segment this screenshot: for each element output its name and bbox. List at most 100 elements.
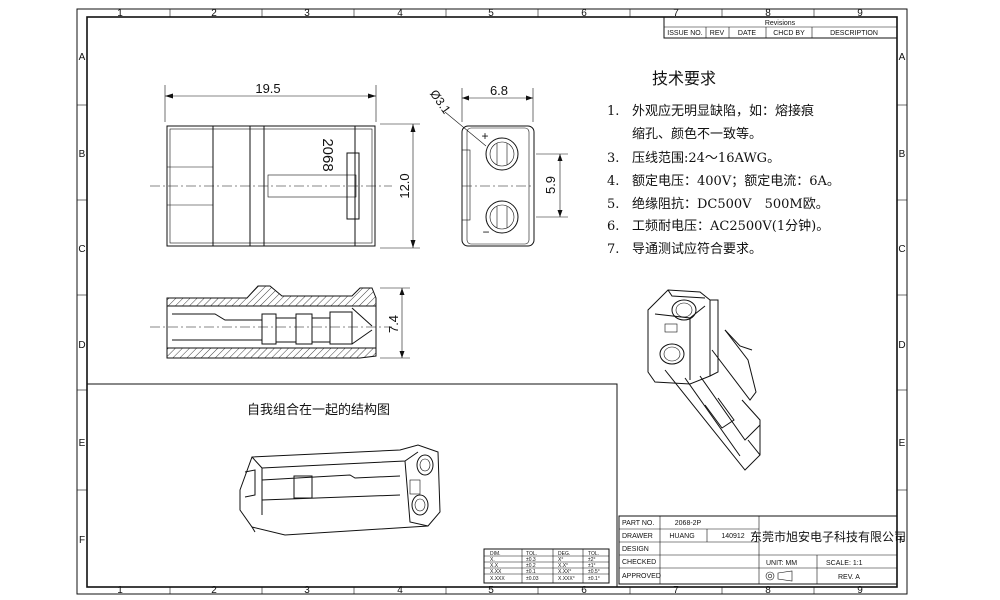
tol-cell: ±0.2 — [526, 563, 536, 569]
tb-rev: REV. A — [838, 574, 860, 581]
col-label: 2 — [211, 585, 217, 596]
dim-end-width: 6.8 — [490, 83, 508, 98]
col-label: 9 — [857, 8, 863, 19]
tol-cell: ±1° — [588, 563, 596, 569]
section-view: 7.4 — [150, 285, 410, 359]
row-label: C — [78, 244, 85, 255]
requirement-number: 7. — [607, 242, 619, 257]
revisions-col-header: CHCD BY — [773, 30, 805, 37]
row-label: A — [899, 52, 906, 63]
requirement-text: 压线范围:24～16AWG。 — [632, 151, 780, 166]
col-label: 3 — [304, 585, 310, 596]
tol-header: DIM. — [490, 551, 501, 557]
revisions-table: Revisions ISSUE NO. REV DATE CHCD BY DES… — [663, 16, 898, 39]
requirement-number: 1. — [607, 104, 619, 119]
tol-cell: ±2° — [588, 557, 596, 563]
requirements-title: 技术要求 — [652, 69, 716, 88]
col-label: 8 — [765, 585, 771, 596]
col-label: 2 — [211, 8, 217, 19]
tol-cell: X.XXX — [490, 576, 505, 582]
revisions-col-header: REV — [710, 30, 725, 37]
revisions-col-header: DATE — [738, 30, 756, 37]
row-label: E — [899, 438, 906, 449]
tol-cell: X.XX — [490, 569, 502, 575]
col-label: 6 — [581, 8, 587, 19]
requirement-number: 5. — [607, 197, 619, 212]
row-label: D — [78, 340, 85, 351]
tb-label-approved: APPROVED — [622, 573, 661, 580]
row-label: B — [899, 149, 906, 160]
col-label: 7 — [673, 8, 679, 19]
end-view: Ø3.1 6.8 + − 5.9 — [427, 83, 568, 247]
tol-cell: X° — [558, 557, 563, 563]
col-label: 3 — [304, 8, 310, 19]
row-label: D — [898, 340, 905, 351]
tolerance-table: DIM. TOL. DEG. TOL. X. ±0.3 X° ±2° X.X ±… — [483, 548, 610, 584]
assembly-caption: 自我组合在一起的结构图 — [247, 402, 390, 418]
revisions-title: Revisions — [765, 20, 796, 27]
col-label: 5 — [488, 585, 494, 596]
col-label: 4 — [397, 585, 403, 596]
tb-label-part-no: PART NO. — [622, 520, 654, 527]
dim-section-height: 7.4 — [386, 315, 401, 333]
isometric-view — [647, 289, 761, 471]
col-label: 5 — [488, 8, 494, 19]
col-label: 1 — [117, 585, 123, 596]
tb-date: 140912 — [721, 533, 744, 540]
requirement-number: 6. — [607, 219, 619, 234]
tol-cell: ±0.1° — [588, 576, 600, 582]
row-label: C — [898, 244, 905, 255]
technical-requirements: 技术要求 1. 外观应无明显缺陷，如：熔接痕 缩孔、颜色不一致等。 3. 压线范… — [607, 69, 840, 257]
col-label: 9 — [857, 585, 863, 596]
part-number-mark: 2068 — [319, 138, 336, 171]
col-label: 6 — [581, 585, 587, 596]
col-label: 4 — [397, 8, 403, 19]
top-view: 19.5 12.0 2068 — [150, 81, 420, 249]
dim-hole-diameter: Ø3.1 — [427, 87, 454, 117]
requirement-text: 工频耐电压：AC2500V(1分钟)。 — [632, 218, 829, 234]
tb-company-name: 东莞市旭安电子科技有限公司 — [750, 529, 906, 544]
tol-cell: X.XX° — [558, 569, 571, 575]
tol-cell: X. — [490, 557, 495, 563]
dim-length: 19.5 — [255, 81, 280, 96]
col-label: 1 — [117, 8, 123, 19]
tol-header: TOL. — [526, 551, 537, 557]
row-label: E — [79, 438, 86, 449]
requirement-text: 缩孔、颜色不一致等。 — [632, 126, 762, 142]
revisions-col-header: ISSUE NO. — [667, 30, 702, 37]
tol-cell: X.X — [490, 563, 499, 569]
tol-cell: ±0.5° — [588, 569, 600, 575]
col-label: 8 — [765, 8, 771, 19]
requirement-text: 外观应无明显缺陷，如：熔接痕 — [632, 103, 814, 119]
plus-terminal-mark: + — [481, 129, 488, 143]
tb-part-number: 2068-2P — [675, 520, 702, 527]
revisions-col-header: DESCRIPTION — [830, 30, 878, 37]
col-label: 7 — [673, 585, 679, 596]
assembly-panel: 自我组合在一起的结构图 — [87, 383, 618, 587]
row-label: F — [899, 535, 905, 546]
requirement-text: 导通测试应符合要求。 — [632, 241, 762, 257]
tb-label-checked: CHECKED — [622, 559, 656, 566]
tol-header: DEG. — [558, 551, 570, 557]
tol-cell: ±0.03 — [526, 576, 539, 582]
row-label: A — [79, 52, 86, 63]
tol-header: TOL. — [588, 551, 599, 557]
row-label: B — [79, 149, 86, 160]
minus-terminal-mark: − — [482, 225, 489, 239]
requirement-text: 绝缘阻抗：DC500V 500M欧。 — [632, 196, 829, 212]
tol-cell: ±0.3 — [526, 557, 536, 563]
dim-pitch: 5.9 — [543, 176, 558, 194]
projection-symbol-icon — [765, 570, 793, 582]
tb-label-drawer: DRAWER — [622, 533, 653, 540]
title-block: PART NO. DRAWER DESIGN CHECKED APPROVED … — [618, 515, 906, 585]
tb-label-design: DESIGN — [622, 546, 649, 553]
tol-cell: X.X° — [558, 563, 568, 569]
requirement-text: 额定电压：400V；额定电流：6A。 — [632, 174, 840, 189]
tol-cell: X.XXX° — [558, 576, 575, 582]
requirement-number: 3. — [607, 151, 619, 166]
requirement-number: 4. — [607, 174, 619, 189]
tb-drawer-name: HUANG — [669, 533, 694, 540]
tol-cell: ±0.1 — [526, 569, 536, 575]
dim-width: 12.0 — [397, 173, 412, 198]
